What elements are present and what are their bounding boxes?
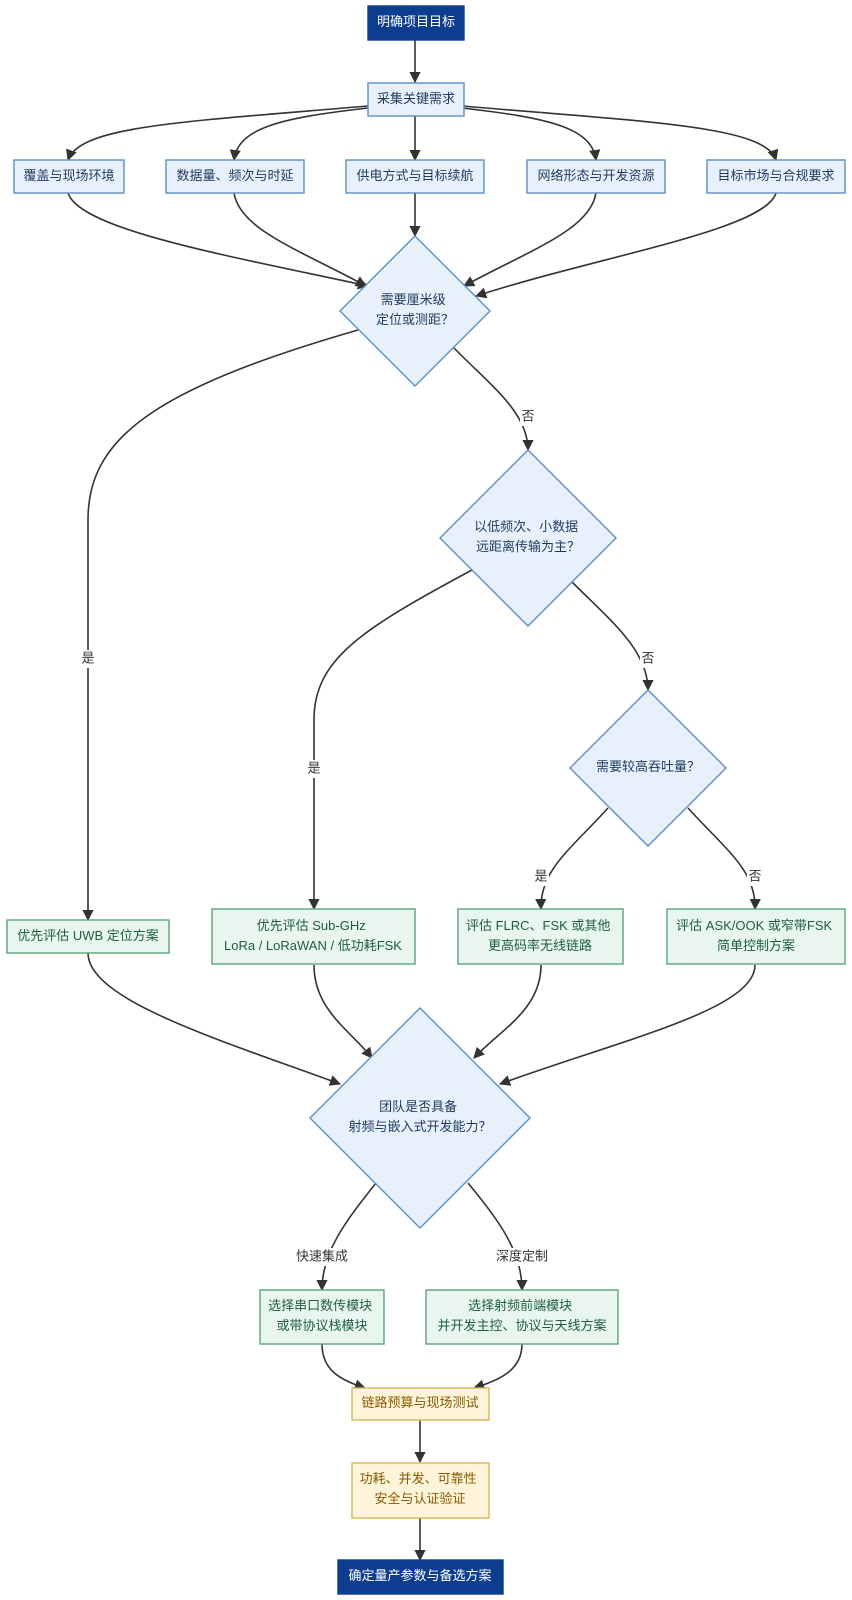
node-rf-frontend-label: 选择射频前端模块 并开发主控、协议与天线方案 <box>437 1298 606 1333</box>
node-goal: 明确项目目标 <box>367 5 465 41</box>
edge-q4-rffront <box>467 1182 528 1292</box>
node-collect-label: 采集关键需求 <box>377 91 455 106</box>
node-market: 目标市场与合规要求 <box>706 159 846 194</box>
edge-market-q1 <box>474 192 777 299</box>
node-subghz: 优先评估 Sub-GHz LoRa / LoRaWAN / 低功耗FSK <box>211 908 416 965</box>
node-verify: 功耗、并发、可靠性 安全与认证验证 <box>351 1462 490 1519</box>
edge-q1-uwb <box>82 329 359 922</box>
edge-labels: 是 否 是 否 是 否 快速集成 深度定制 <box>80 408 763 1266</box>
node-rf-frontend: 选择射频前端模块 并开发主控、协议与天线方案 <box>425 1289 619 1345</box>
decision-cm-positioning: 需要厘米级 定位或测距？ <box>339 235 491 387</box>
edge-network-q1 <box>463 192 597 287</box>
node-data-volume: 数据量、频次与时延 <box>165 159 305 194</box>
decision-cm-positioning-label: 需要厘米级 定位或测距？ <box>376 292 454 327</box>
edge-uwb-q4 <box>87 952 342 1086</box>
node-ask: 评估 ASK/OOK 或窄带FSK 简单控制方案 <box>666 908 846 965</box>
decision-high-throughput: 需要较高吞吐量？ <box>569 689 727 847</box>
node-coverage-label: 覆盖与现场环境 <box>23 168 114 183</box>
node-ask-label: 评估 ASK/OOK 或窄带FSK 简单控制方案 <box>676 918 836 953</box>
decision-team-capability: 团队是否具备 射频与嵌入式开发能力？ <box>309 1007 531 1229</box>
node-power-label: 供电方式与目标续航 <box>356 168 473 183</box>
edge-datavolume-q1 <box>233 192 367 287</box>
edge-collect-market <box>461 105 779 162</box>
node-serial-module: 选择串口数传模块 或带协议栈模块 <box>259 1289 385 1345</box>
edge-collect-datavolume <box>229 107 369 162</box>
node-flrc: 评估 FLRC、FSK 或其他 更高码率无线链路 <box>457 908 624 965</box>
node-uwb: 优先评估 UWB 定位方案 <box>6 919 170 954</box>
label-low-yes: 是 <box>307 760 320 775</box>
node-data-volume-label: 数据量、频次与时延 <box>176 168 293 183</box>
node-collect: 采集关键需求 <box>367 82 465 117</box>
edge-q4-serial <box>316 1182 377 1292</box>
node-verify-label: 功耗、并发、可靠性 安全与认证验证 <box>360 1471 481 1506</box>
label-fast-integration: 快速集成 <box>296 1248 348 1263</box>
node-final-label: 确定量产参数与备选方案 <box>348 1568 491 1583</box>
edge-q2-subghz <box>308 569 473 911</box>
label-tp-no: 否 <box>748 868 761 883</box>
edge-coverage-q1 <box>67 192 370 290</box>
edge-serial-link <box>321 1343 367 1391</box>
node-goal-label: 明确项目目标 <box>377 14 455 29</box>
edge-collect-network <box>461 107 601 162</box>
edge-flrc-q4 <box>473 964 542 1059</box>
node-network-label: 网络形态与开发资源 <box>537 168 654 183</box>
edge-q3-flrc <box>535 807 609 911</box>
node-network: 网络形态与开发资源 <box>526 159 666 194</box>
edge-ask-q4 <box>498 964 756 1086</box>
edge-subghz-q4 <box>313 964 373 1059</box>
nodes: 明确项目目标 采集关键需求 覆盖与现场环境 数据量、频次与时延 供电方式与目标续… <box>6 5 846 1595</box>
decision-high-throughput-label: 需要较高吞吐量？ <box>596 759 700 774</box>
decision-team-capability-label: 团队是否具备 射频与嵌入式开发能力？ <box>348 1099 491 1134</box>
edges <box>66 40 779 1562</box>
node-coverage: 覆盖与现场环境 <box>13 159 125 194</box>
label-low-no: 否 <box>641 650 654 665</box>
node-flrc-label: 评估 FLRC、FSK 或其他 更高码率无线链路 <box>466 918 614 953</box>
node-serial-module-label: 选择串口数传模块 或带协议栈模块 <box>268 1298 376 1333</box>
node-power: 供电方式与目标续航 <box>345 159 485 194</box>
label-cm-no: 否 <box>521 408 534 423</box>
node-market-label: 目标市场与合规要求 <box>717 168 834 183</box>
edge-collect-coverage <box>66 105 369 162</box>
decision-low-frequency-label: 以低频次、小数据 远距离传输为主？ <box>474 519 582 554</box>
edge-rffront-link <box>472 1343 523 1391</box>
decision-low-frequency: 以低频次、小数据 远距离传输为主？ <box>439 449 617 627</box>
node-subghz-label: 优先评估 Sub-GHz LoRa / LoRaWAN / 低功耗FSK <box>224 918 402 953</box>
node-final: 确定量产参数与备选方案 <box>337 1559 504 1595</box>
edge-q1-q2 <box>453 347 534 452</box>
label-tp-yes: 是 <box>534 868 547 883</box>
node-link-budget-label: 链路预算与现场测试 <box>361 1395 478 1410</box>
edge-q3-ask <box>687 807 761 911</box>
label-deep-custom: 深度定制 <box>496 1248 548 1263</box>
label-cm-yes: 是 <box>81 650 94 665</box>
edge-q2-q3 <box>571 581 654 692</box>
node-link-budget: 链路预算与现场测试 <box>351 1387 490 1421</box>
node-uwb-label: 优先评估 UWB 定位方案 <box>17 928 159 943</box>
